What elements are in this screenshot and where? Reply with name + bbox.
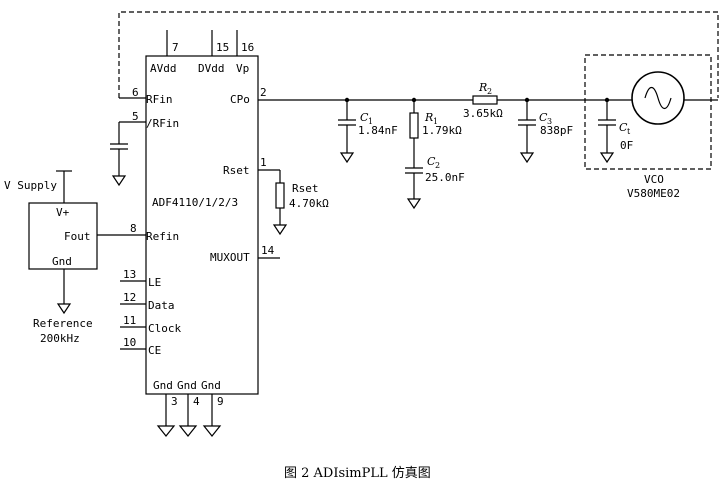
pin-rfinbar-num: 5 bbox=[132, 110, 139, 123]
pin-refin-num: 8 bbox=[130, 222, 137, 235]
pin-gnd1-num: 3 bbox=[171, 395, 178, 408]
pin-cpo-label: CPo bbox=[230, 93, 250, 106]
c1-ground-icon bbox=[339, 152, 355, 164]
reference-ground-icon bbox=[56, 303, 72, 315]
vco-model: V580ME02 bbox=[627, 187, 680, 200]
pin-vp-num: 16 bbox=[241, 41, 254, 54]
figure-caption: 图 2 ADIsimPLL 仿真图 bbox=[284, 466, 431, 481]
r2-resistor bbox=[472, 95, 498, 105]
c2-sub: 2 bbox=[435, 161, 440, 170]
rfinbar-ground-icon bbox=[111, 175, 127, 187]
pin-cpo-num: 2 bbox=[260, 86, 267, 99]
pin-ce-label: CE bbox=[148, 344, 161, 357]
pin-gnd2-label: Gnd bbox=[177, 379, 197, 392]
c1-letter: C bbox=[360, 111, 369, 124]
r2-sub: 2 bbox=[487, 87, 492, 96]
pin-rset-num: 1 bbox=[260, 156, 267, 169]
ct-letter: C bbox=[619, 121, 628, 134]
pin-ce-num: 10 bbox=[123, 336, 136, 349]
pin-refin-label: Refin bbox=[146, 230, 179, 243]
pin-rset-label: Rset bbox=[223, 164, 250, 177]
reference-block bbox=[28, 202, 98, 270]
rset-name: Rset bbox=[292, 182, 319, 195]
pin-muxout-label: MUXOUT bbox=[210, 251, 250, 264]
gnd1-ground-icon bbox=[156, 425, 176, 437]
pin-rfin-num: 6 bbox=[132, 86, 139, 99]
gnd3-ground-icon bbox=[202, 425, 222, 437]
chip-body bbox=[145, 55, 259, 395]
pin-muxout-num: 14 bbox=[261, 244, 275, 257]
pin-dvdd-num: 15 bbox=[216, 41, 229, 54]
ct-value: 0F bbox=[620, 139, 633, 152]
ct-sub: t bbox=[627, 127, 631, 136]
reference-gnd: Gnd bbox=[52, 255, 72, 268]
c2-letter: C bbox=[427, 155, 436, 168]
reference-name: Reference bbox=[33, 317, 93, 330]
c1-value: 1.84nF bbox=[358, 124, 398, 137]
rset-resistor bbox=[275, 182, 285, 209]
pin-rfin-label: RFin bbox=[146, 93, 173, 106]
r1-letter: R bbox=[424, 111, 433, 124]
pin-clock-label: Clock bbox=[148, 322, 181, 335]
rset-ground-icon bbox=[272, 224, 288, 236]
c3-sub: 3 bbox=[547, 117, 552, 126]
reference-fout: Fout bbox=[64, 230, 91, 243]
pin-avdd-num: 7 bbox=[172, 41, 179, 54]
c2-ground-icon bbox=[406, 198, 422, 210]
pin-le-label: LE bbox=[148, 276, 161, 289]
c3-ground-icon bbox=[519, 152, 535, 164]
pin-gnd3-label: Gnd bbox=[201, 379, 221, 392]
pin-le-num: 13 bbox=[123, 268, 136, 281]
pin-avdd-label: AVdd bbox=[150, 62, 177, 75]
c2-value: 25.0nF bbox=[425, 171, 465, 184]
pin-vp-label: Vp bbox=[236, 62, 249, 75]
pin-gnd3-num: 9 bbox=[217, 395, 224, 408]
r1-resistor bbox=[409, 112, 419, 139]
vco-name: VCO bbox=[644, 173, 664, 186]
pin-gnd1-label: Gnd bbox=[153, 379, 173, 392]
r2-letter: R bbox=[478, 81, 487, 94]
c1-sub: 1 bbox=[368, 117, 373, 126]
pin-data-num: 12 bbox=[123, 291, 136, 304]
r2-value: 3.65kΩ bbox=[463, 107, 503, 120]
c3-letter: C bbox=[539, 111, 548, 124]
reference-freq: 200kHz bbox=[40, 332, 80, 345]
vsupply-label: V Supply bbox=[4, 179, 57, 192]
sine-wave-icon bbox=[644, 86, 672, 110]
pin-gnd2-num: 4 bbox=[193, 395, 200, 408]
gnd2-ground-icon bbox=[178, 425, 198, 437]
pin-data-label: Data bbox=[148, 299, 175, 312]
rset-value: 4.70kΩ bbox=[289, 197, 329, 210]
ct-ground-icon bbox=[599, 152, 615, 164]
r1-value: 1.79kΩ bbox=[422, 124, 462, 137]
pin-rfinbar-label: /RFin bbox=[146, 117, 179, 130]
chip-name: ADF4110/1/2/3 bbox=[152, 196, 238, 209]
c3-value: 838pF bbox=[540, 124, 573, 137]
feedback-loop bbox=[118, 11, 719, 98]
reference-vplus: V+ bbox=[56, 206, 70, 219]
pin-dvdd-label: DVdd bbox=[198, 62, 225, 75]
r1-sub: 1 bbox=[433, 117, 438, 126]
pin-clock-num: 11 bbox=[123, 314, 136, 327]
